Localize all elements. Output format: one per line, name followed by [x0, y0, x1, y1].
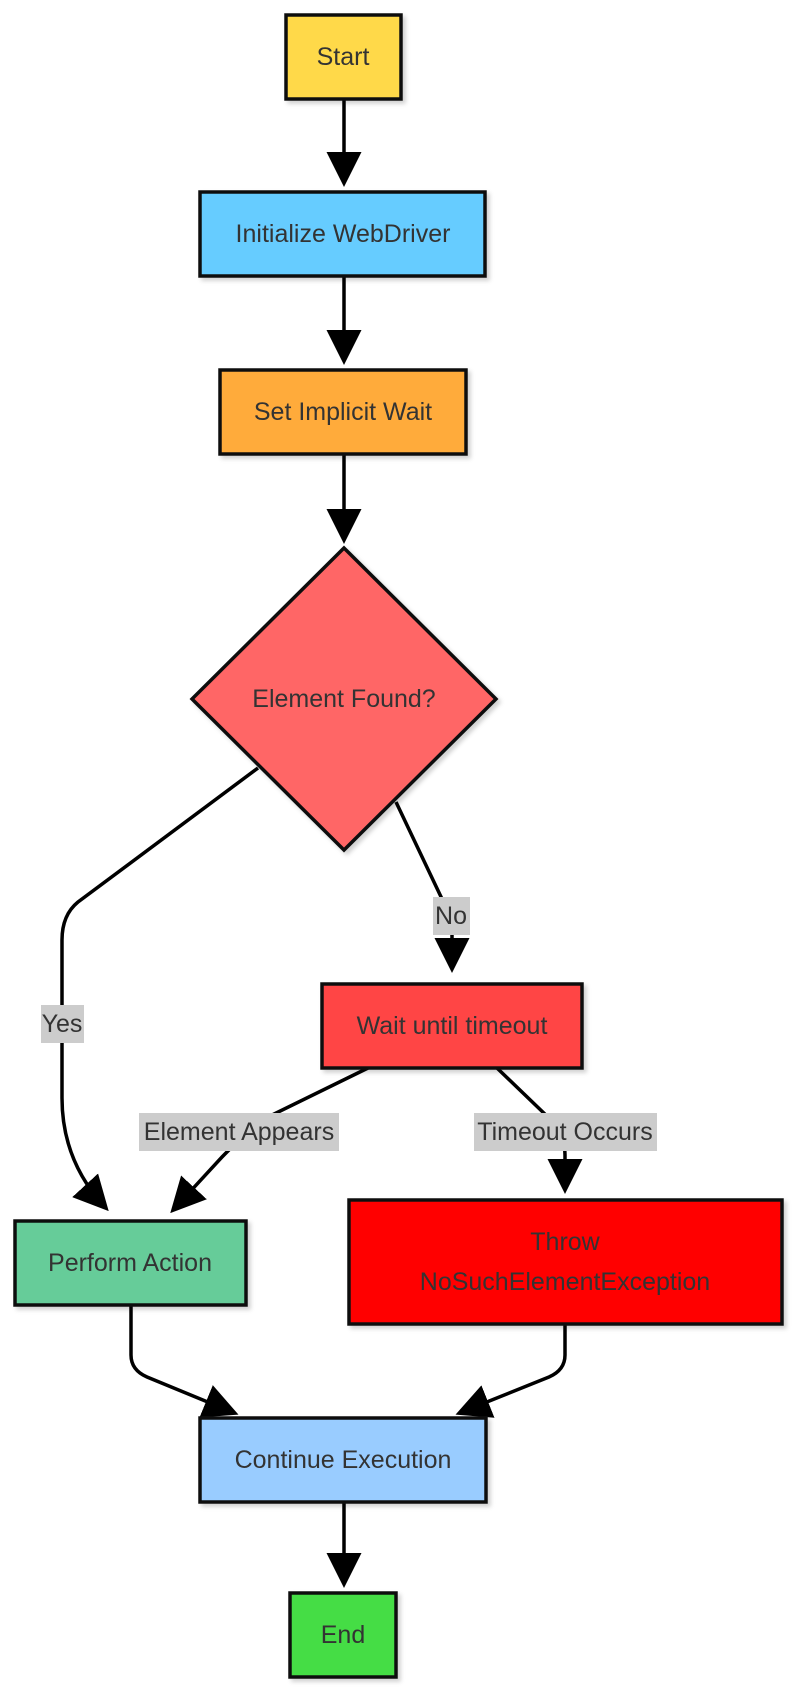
- node-implicit: Set Implicit Wait: [218, 368, 468, 456]
- node-start: Start: [284, 13, 403, 101]
- node-init: Initialize WebDriver: [198, 190, 487, 278]
- no-label-bg: [433, 897, 470, 935]
- edge-label-no: No: [433, 897, 470, 935]
- continue-label: Continue Execution: [235, 1446, 452, 1474]
- start-label: Start: [317, 43, 370, 71]
- implicit-box: [218, 368, 468, 456]
- node-perform: Perform Action: [13, 1219, 248, 1307]
- edge-found-yes: [60, 766, 260, 1212]
- end-box: [288, 1591, 398, 1679]
- node-continue: Continue Execution: [198, 1416, 488, 1504]
- node-found: Element Found?: [189, 545, 499, 853]
- edge-found-no: [394, 801, 470, 973]
- implicit-label: Set Implicit Wait: [254, 398, 432, 426]
- node-wait: Wait until timeout: [320, 982, 584, 1070]
- throw-label-line2: NoSuchElementException: [420, 1268, 710, 1296]
- no-label: No: [435, 902, 467, 930]
- edge-perform-to-continue: [129, 1302, 239, 1418]
- node-throw: Throw NoSuchElementException: [347, 1198, 784, 1326]
- end-label: End: [321, 1621, 365, 1649]
- timeout-label: Timeout Occurs: [477, 1118, 653, 1146]
- init-label: Initialize WebDriver: [236, 220, 451, 248]
- found-label: Element Found?: [252, 685, 435, 713]
- edge-label-appears: Element Appears: [139, 1113, 339, 1151]
- appears-label: Element Appears: [144, 1118, 334, 1146]
- yes-label-bg: [41, 1005, 84, 1043]
- found-diamond: [189, 545, 499, 853]
- wait-label: Wait until timeout: [357, 1012, 548, 1040]
- wait-box: [320, 982, 584, 1070]
- yes-label: Yes: [42, 1010, 83, 1038]
- start-box: [284, 13, 403, 101]
- edge-label-timeout: Timeout Occurs: [474, 1113, 657, 1151]
- appears-label-bg: [139, 1113, 339, 1151]
- perform-label: Perform Action: [48, 1249, 212, 1277]
- perform-box: [13, 1219, 248, 1307]
- timeout-label-bg: [474, 1113, 657, 1151]
- edge-throw-to-continue: [455, 1322, 567, 1418]
- throw-box: [347, 1198, 784, 1326]
- node-end: End: [288, 1591, 398, 1679]
- continue-box: [198, 1416, 488, 1504]
- init-box: [198, 190, 487, 278]
- throw-label-line1: Throw: [530, 1228, 600, 1256]
- edge-label-yes: Yes: [41, 1005, 84, 1043]
